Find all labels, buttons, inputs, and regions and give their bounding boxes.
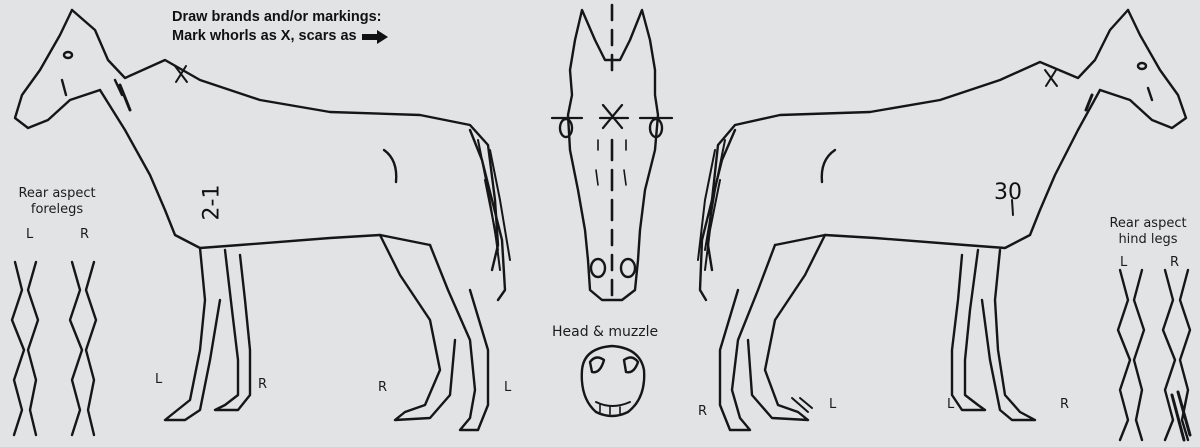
left-horse-foreleg-right-label: R: [258, 377, 267, 393]
instructions-line-1: Draw brands and/or markings:: [172, 8, 389, 27]
right-horse-hindleg-right-label: R: [698, 404, 707, 420]
forelegs-left-label: L: [26, 227, 33, 243]
rear-hindlegs-caption: Rear aspect hind legs: [1096, 216, 1200, 247]
rear-aspect-hindlegs-outline: [1118, 270, 1190, 440]
arrow-right-icon: [361, 30, 389, 44]
left-horse-foreleg-left-label: L: [155, 372, 162, 388]
left-side-horse-outline: [15, 10, 510, 430]
right-horse-foreleg-right-label: R: [1060, 397, 1069, 413]
rear-forelegs-caption: Rear aspect forelegs: [4, 186, 110, 217]
rear-hindlegs-label-1: Rear aspect: [1096, 216, 1200, 232]
rear-hindlegs-label-2: hind legs: [1096, 232, 1200, 248]
rear-forelegs-label-2: forelegs: [4, 202, 110, 218]
left-horse-hindleg-left-label: L: [504, 380, 511, 396]
hindlegs-left-label: L: [1120, 255, 1127, 271]
muzzle-view-outline: [582, 346, 644, 416]
forelegs-right-label: R: [80, 227, 89, 243]
right-horse-hindleg-left-label: L: [829, 397, 836, 413]
right-horse-foreleg-left-label: L: [947, 397, 954, 413]
head-front-view-outline: [552, 5, 672, 300]
left-shoulder-handwritten-mark: 2-1: [200, 181, 225, 225]
head-muzzle-label: Head & muzzle: [552, 324, 658, 341]
left-horse-hindleg-right-label: R: [378, 380, 387, 396]
hindlegs-right-label: R: [1170, 255, 1179, 271]
rear-forelegs-label-1: Rear aspect: [4, 186, 110, 202]
instructions: Draw brands and/or markings: Mark whorls…: [172, 8, 389, 46]
right-shoulder-handwritten-mark: 30: [994, 180, 1022, 205]
rear-aspect-forelegs-outline: [12, 262, 96, 435]
instructions-line-2: Mark whorls as X, scars as: [172, 27, 357, 46]
instructions-line-2-row: Mark whorls as X, scars as: [172, 27, 389, 46]
